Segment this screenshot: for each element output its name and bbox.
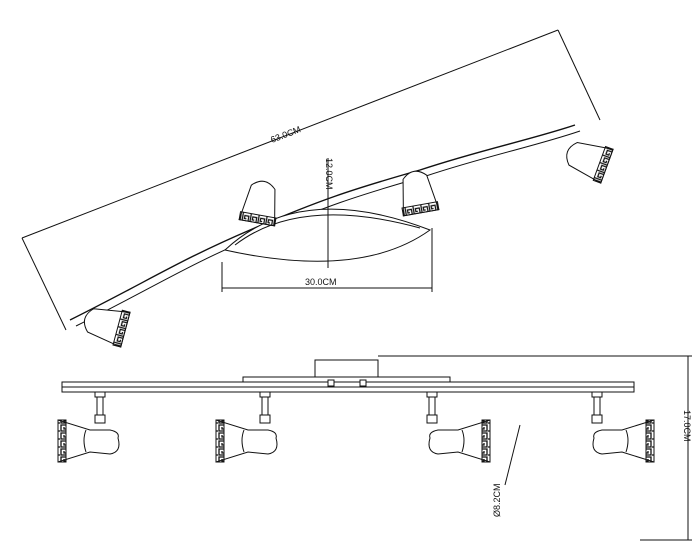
shade-1 (79, 300, 131, 348)
shade-2 (238, 177, 283, 227)
shade-diameter-dimension-line (504, 424, 521, 486)
side-shade-1 (57, 419, 120, 463)
base-height-label: 12.0CM (324, 158, 334, 190)
ceiling-plate (314, 359, 379, 379)
shade-diameter-label: Ø8.2CM (492, 483, 502, 517)
side-shade-4 (592, 419, 655, 463)
top-view: 63.0CM 12.0CM 30.0CM (21, 29, 614, 348)
side-shade-2 (215, 419, 278, 463)
shade-4 (560, 134, 614, 184)
length-label: 63.0CM (269, 124, 302, 145)
base-width-label: 30.0CM (305, 277, 337, 287)
side-view: 17.0CM Ø8.2CM (57, 355, 692, 541)
total-height-label: 17.0CM (682, 410, 692, 442)
curved-bar (69, 124, 576, 321)
side-shade-3 (428, 419, 491, 463)
length-dimension-line (21, 29, 559, 239)
